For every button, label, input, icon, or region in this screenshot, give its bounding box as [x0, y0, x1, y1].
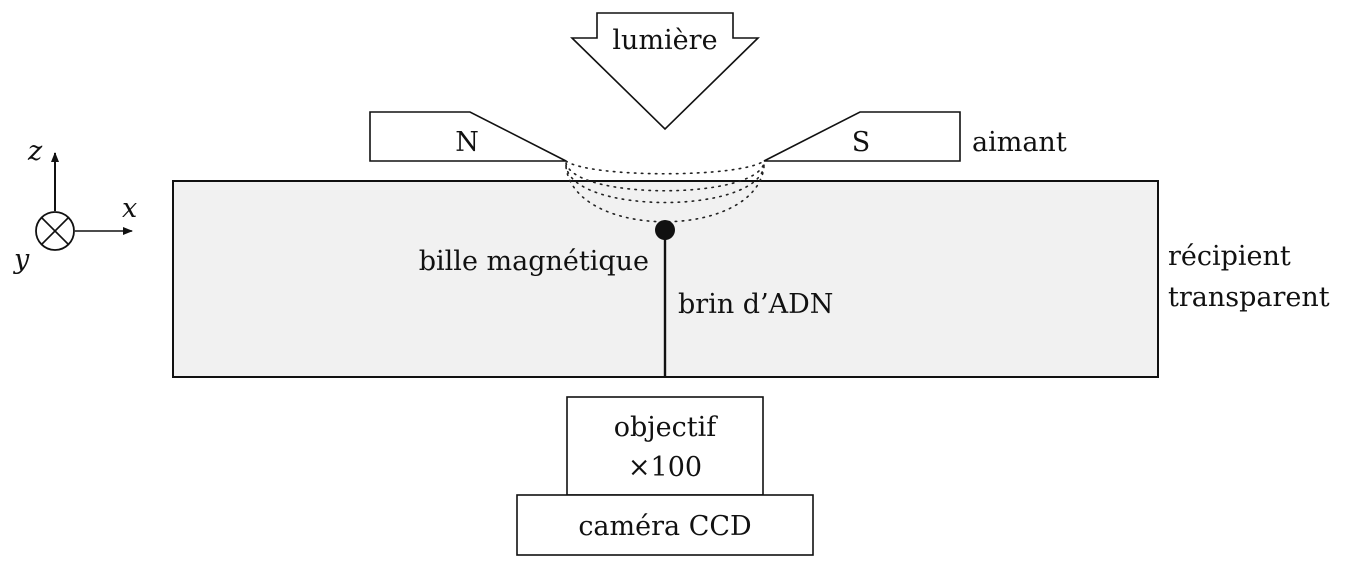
objective: objectif ×100: [566, 396, 764, 496]
light-arrow: lumière: [570, 12, 760, 131]
magnet-label: aimant: [972, 127, 1067, 158]
magnet-south-label: S: [852, 127, 871, 158]
z-axis-label: z: [27, 136, 43, 167]
magnet-north: N: [369, 111, 567, 162]
dna-label: brin d’ADN: [678, 289, 833, 320]
magnet-north-shape: [369, 111, 567, 162]
field-line: [565, 162, 765, 192]
magnet-north-label: N: [455, 127, 479, 158]
objective-label-line2: ×100: [628, 452, 702, 483]
camera-box: [516, 494, 814, 556]
field-line: [565, 164, 765, 204]
magnetic-bead: [655, 220, 675, 240]
bead-label: bille magnétique: [419, 246, 649, 277]
camera: caméra CCD: [516, 494, 814, 556]
camera-label: caméra CCD: [578, 511, 751, 542]
field-line: [565, 166, 765, 223]
container-label-line2: transparent: [1168, 282, 1330, 313]
y-axis-label: y: [13, 244, 30, 275]
magnetic-field-lines: [565, 160, 765, 223]
magnet-south: S: [763, 111, 961, 162]
magnet-south-shape: [763, 111, 961, 162]
objective-label-line1: objectif: [614, 412, 718, 443]
field-line: [565, 160, 765, 175]
container-label-line1: récipient: [1168, 241, 1291, 272]
objective-box: [566, 396, 764, 496]
y-into-page-icon: [35, 211, 75, 251]
coordinate-axes: z x y: [13, 136, 137, 275]
x-axis-label: x: [122, 193, 137, 224]
down-arrow-icon: [570, 12, 760, 131]
light-label: lumière: [612, 25, 717, 56]
